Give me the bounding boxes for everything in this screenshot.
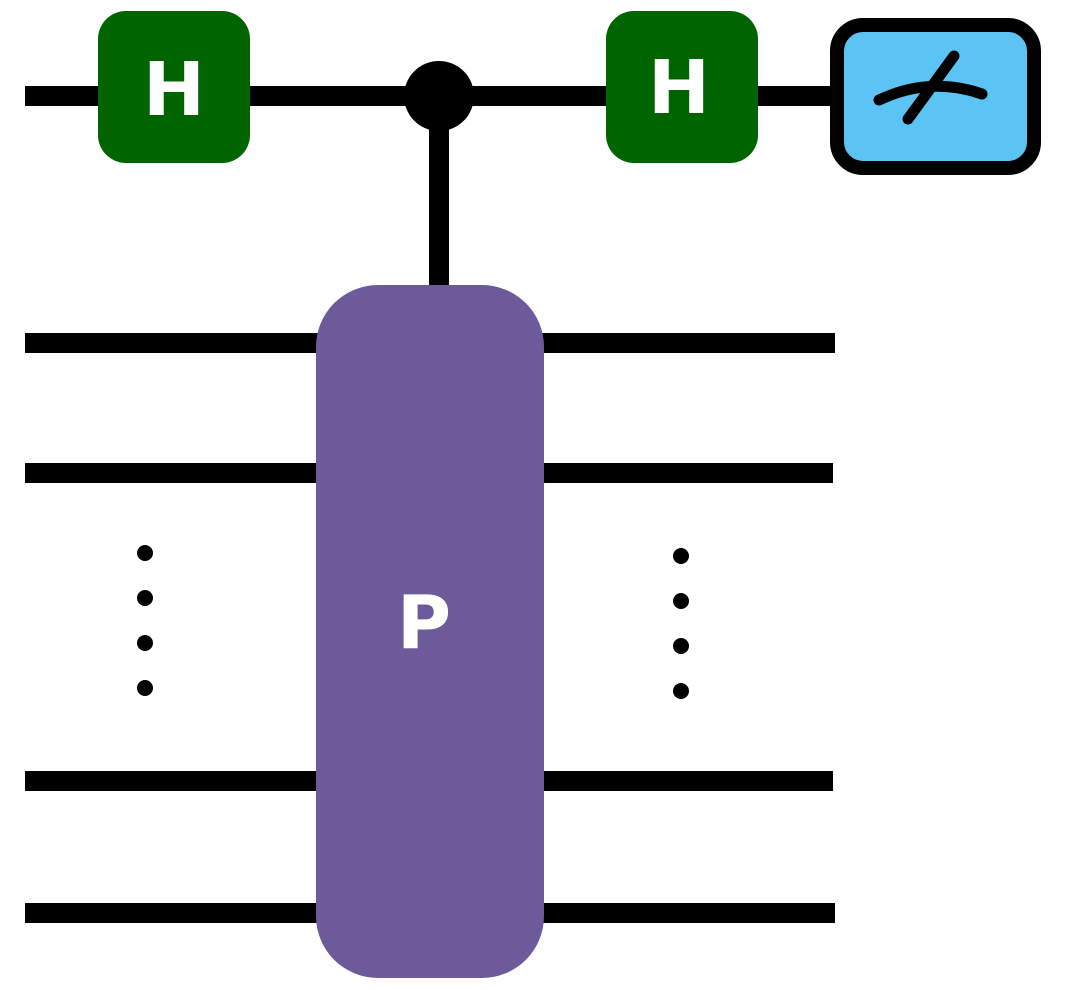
hadamard-gate-2-label: H (648, 45, 710, 131)
ellipsis-right-dot (673, 638, 689, 654)
ellipsis-left-dot (137, 680, 153, 696)
meter-icon (873, 50, 988, 125)
hadamard-gate-2: H (606, 11, 758, 163)
hadamard-gate-1-box (98, 11, 250, 163)
measurement-gate (830, 18, 1041, 175)
controlled-gate-label: P (397, 580, 451, 666)
ellipsis-right-dot (673, 683, 689, 699)
ellipsis-left-dot (137, 590, 153, 606)
ellipsis-right (673, 548, 689, 699)
controlled-gate-box (316, 285, 544, 978)
ellipsis-right-dot (673, 548, 689, 564)
ellipsis-right-dot (673, 593, 689, 609)
ellipsis-left-dot (137, 635, 153, 651)
hadamard-gate-1-label: H (143, 47, 205, 133)
hadamard-gate-1: H (98, 11, 250, 163)
control-dot (404, 61, 474, 131)
controlled-gate: P (316, 285, 544, 978)
ellipsis-left (137, 545, 153, 696)
hadamard-gate-2-box (606, 11, 758, 163)
ellipsis-left-dot (137, 545, 153, 561)
measurement-gate-box (830, 18, 1041, 175)
